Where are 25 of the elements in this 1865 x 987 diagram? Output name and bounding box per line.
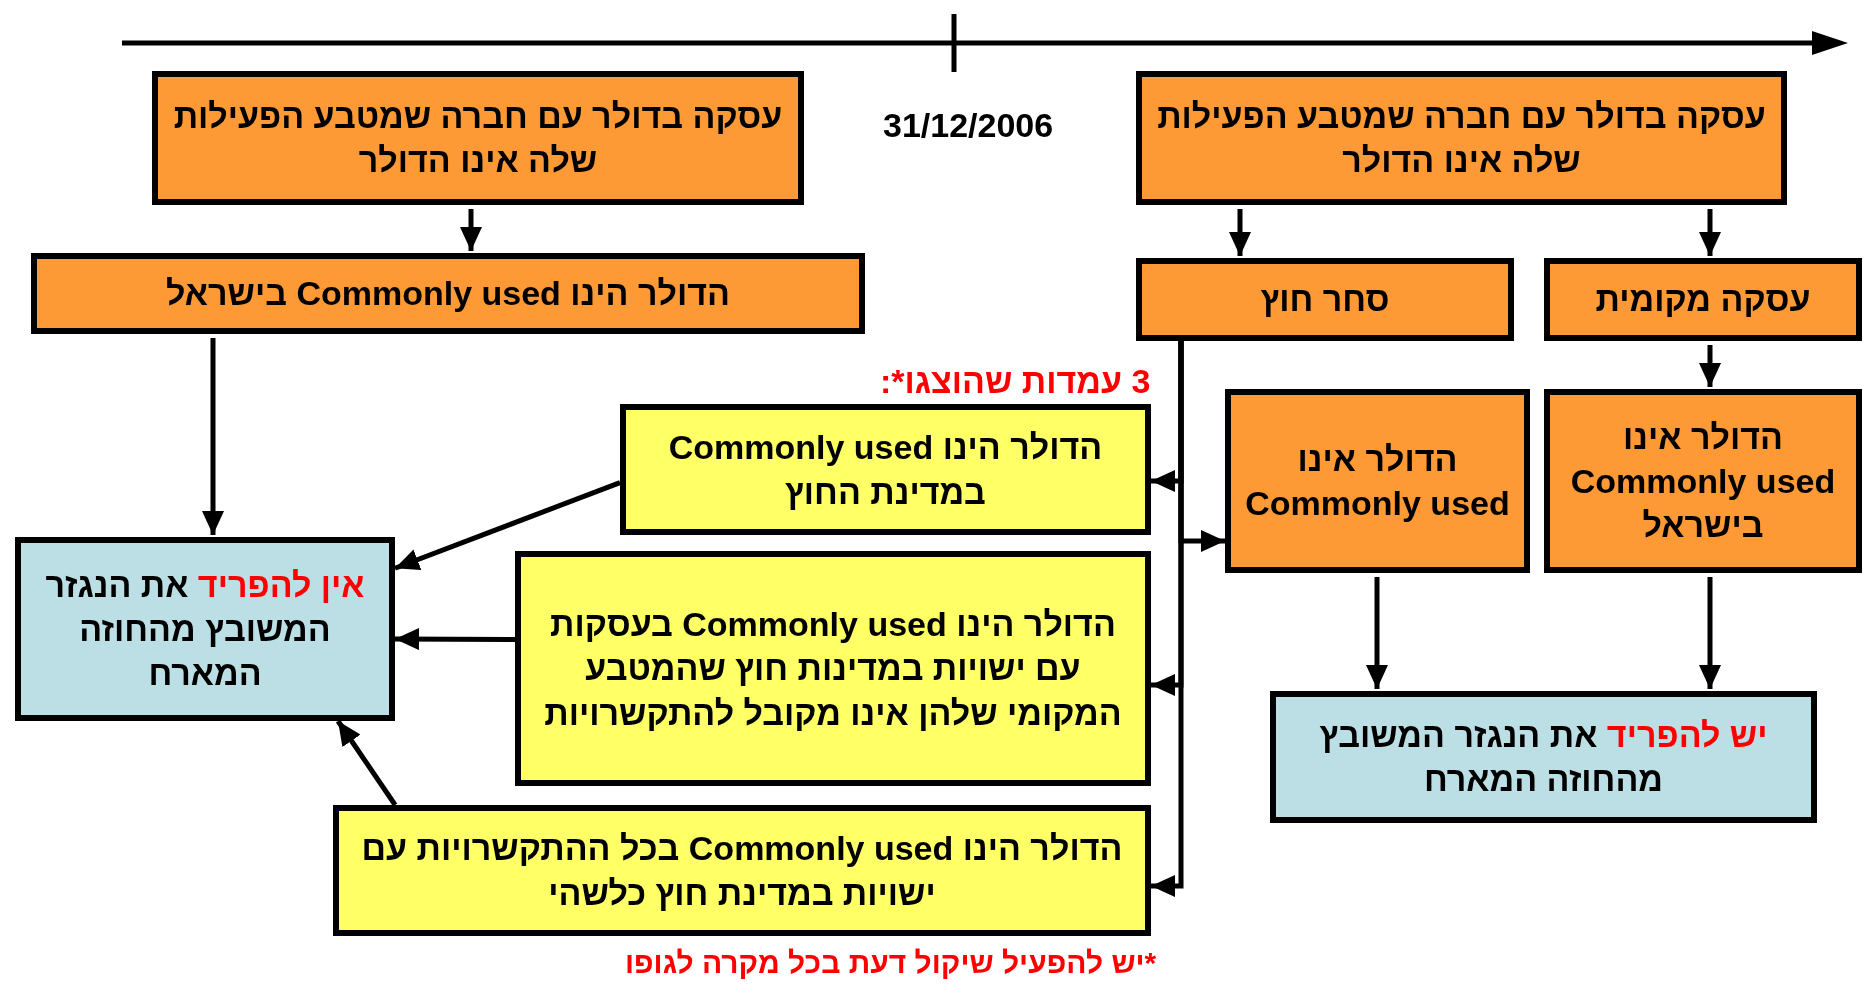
process-box: הדולר אינו Commonly used בישראל: [1544, 389, 1862, 573]
process-box: הדולר הינו Commonly used בישראל: [31, 253, 865, 334]
condition-box: הדולר הינו Commonly used במדינת החוץ: [620, 404, 1151, 535]
result-box: אין להפריד את הנגזר המשובץ מהחוזה המארח: [15, 537, 395, 721]
arrow: [1699, 345, 1721, 387]
note-text: 3 עמדות שהוצגו*:: [880, 361, 1151, 401]
arrow: [460, 209, 482, 251]
process-box: עסקה מקומית: [1544, 258, 1862, 341]
condition-box: הדולר הינו Commonly used בכל ההתקשרויות עם ישויות במדינת חוץ כלשהי: [333, 805, 1151, 936]
arrow: [1366, 577, 1388, 689]
date-label: 31/12/2006: [883, 105, 1054, 145]
condition-box: הדולר הינו Commonly used בעסקות עם ישויות במדינות חוץ שהמטבע המקומי שלהן אינו מקובל להתקשרויות: [515, 551, 1151, 786]
process-box: סחר חוץ: [1136, 258, 1514, 341]
arrow: [335, 719, 398, 807]
arrow: [1151, 341, 1184, 897]
arrow: [1229, 209, 1251, 256]
process-box: הדולר אינו Commonly used: [1225, 389, 1530, 573]
process-box: עסקה בדולר עם חברה שמטבע הפעילות שלה אינו הדולר: [152, 71, 804, 205]
arrow: [395, 628, 515, 651]
result-box: יש להפריד את הנגזר המשובץ מהחוזה המארח: [1270, 691, 1817, 823]
arrow: [394, 480, 621, 571]
arrow: [1699, 577, 1721, 689]
arrow: [1699, 209, 1721, 256]
process-box: עסקה בדולר עם חברה שמטבע הפעילות שלה אינו הדולר: [1136, 71, 1787, 205]
arrow: [202, 338, 224, 535]
